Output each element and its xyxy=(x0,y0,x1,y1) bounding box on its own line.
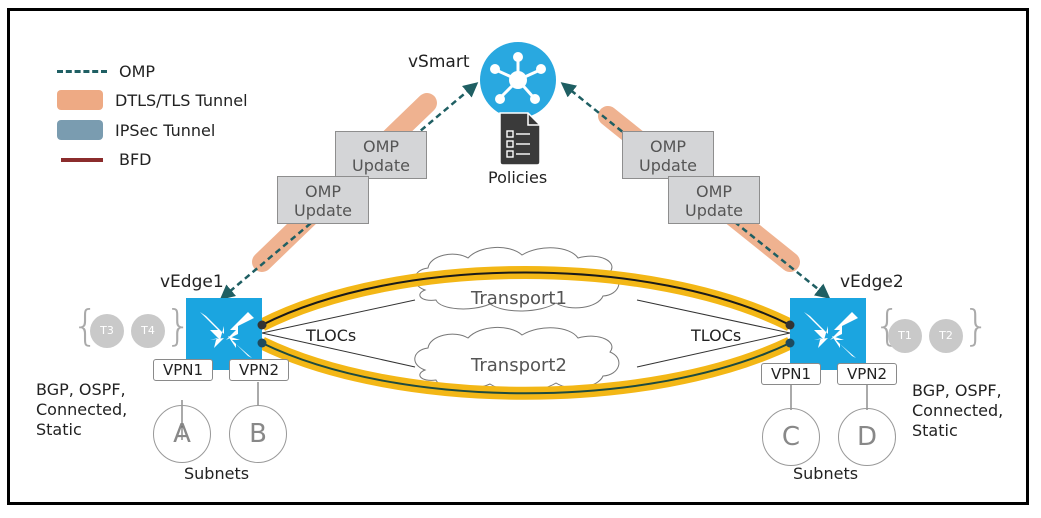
vpn2-box-edge2[interactable]: VPN2 xyxy=(837,363,897,385)
bfd-line-icon xyxy=(61,157,103,162)
omp-update-line2: Update xyxy=(639,156,697,175)
legend-dtls: DTLS/TLS Tunnel xyxy=(57,90,248,110)
subnets-label-edge1: Subnets xyxy=(184,464,250,483)
omp-line-right xyxy=(560,82,831,299)
omp-line-left xyxy=(219,82,479,300)
tloc-dot xyxy=(257,338,267,348)
dtls-tunnel-swatch-icon xyxy=(57,90,103,110)
protocol-line: Connected, xyxy=(912,401,1004,420)
vedge1-label: vEdge1 xyxy=(160,272,224,292)
checklist-document-icon xyxy=(499,112,541,166)
bfd-line-top xyxy=(261,271,791,326)
tloc-chip-t2: T2 xyxy=(929,319,963,353)
tloc-chip-t1: T1 xyxy=(888,319,922,353)
legend-label: IPSec Tunnel xyxy=(115,120,216,140)
vpn1-box-edge1[interactable]: VPN1 xyxy=(153,359,213,381)
omp-update-line1: OMP xyxy=(649,137,687,156)
omp-update-box-left-top: OMP Update xyxy=(335,131,427,179)
hub-network-icon[interactable] xyxy=(480,42,556,118)
subnets-label-edge2: Subnets xyxy=(793,464,859,483)
omp-update-line2: Update xyxy=(685,201,743,220)
omp-update-box-left-bottom: OMP Update xyxy=(277,176,369,224)
subnet-c[interactable]: C xyxy=(762,408,820,466)
tloc-links xyxy=(261,299,791,368)
protocol-line: Static xyxy=(912,421,958,440)
transport1-label: Transport1 xyxy=(471,288,567,309)
omp-update-box-right-bottom: OMP Update xyxy=(668,176,760,224)
tloc-chip-t3: T3 xyxy=(90,314,124,348)
legend-bfd: BFD xyxy=(57,150,152,169)
brace-right: } xyxy=(165,301,192,350)
router-arrows-icon[interactable] xyxy=(790,298,866,370)
subnet-d[interactable]: D xyxy=(838,408,896,466)
policies-label: Policies xyxy=(488,168,548,187)
omp-update-line1: OMP xyxy=(362,137,400,156)
subnet-a[interactable]: A xyxy=(153,405,211,463)
omp-update-box-right-top: OMP Update xyxy=(622,131,714,179)
legend-ipsec: IPSec Tunnel xyxy=(57,120,215,140)
vpn2-box-edge1[interactable]: VPN2 xyxy=(229,359,289,381)
vpn1-box-edge2[interactable]: VPN1 xyxy=(761,363,821,385)
legend-label: DTLS/TLS Tunnel xyxy=(115,90,248,110)
brace-right: } xyxy=(963,301,990,350)
omp-update-line1: OMP xyxy=(695,182,733,201)
vedge2-label: vEdge2 xyxy=(840,272,904,292)
legend-label: BFD xyxy=(119,150,152,169)
protocols-edge1: BGP, OSPF, Connected, Static xyxy=(36,380,127,440)
tloc-dot xyxy=(785,338,795,348)
vsmart-label: vSmart xyxy=(408,52,470,72)
legend-label: OMP xyxy=(119,62,156,81)
subnet-b[interactable]: B xyxy=(229,405,287,463)
protocol-line: BGP, OSPF, xyxy=(36,380,126,399)
protocol-line: Connected, xyxy=(36,400,128,419)
protocol-line: Static xyxy=(36,420,82,439)
omp-update-line2: Update xyxy=(294,201,352,220)
tlocs-label-edge2: TLOCs xyxy=(691,326,742,345)
protocol-line: BGP, OSPF, xyxy=(912,381,1002,400)
omp-update-line2: Update xyxy=(352,156,410,175)
legend-omp: OMP xyxy=(57,62,155,81)
router-arrows-icon[interactable] xyxy=(186,298,262,370)
tlocs-label-edge1: TLOCs xyxy=(306,326,357,345)
tloc-dot xyxy=(785,320,795,330)
tloc-chip-t4: T4 xyxy=(131,314,165,348)
transport2-label: Transport2 xyxy=(471,355,567,376)
dashed-line-icon xyxy=(57,70,107,73)
tloc-dot xyxy=(257,320,267,330)
omp-update-line1: OMP xyxy=(304,182,342,201)
ipsec-tunnel-swatch-icon xyxy=(57,120,103,140)
protocols-edge2: BGP, OSPF, Connected, Static xyxy=(912,381,1003,441)
bfd-line-bottom xyxy=(261,342,791,395)
